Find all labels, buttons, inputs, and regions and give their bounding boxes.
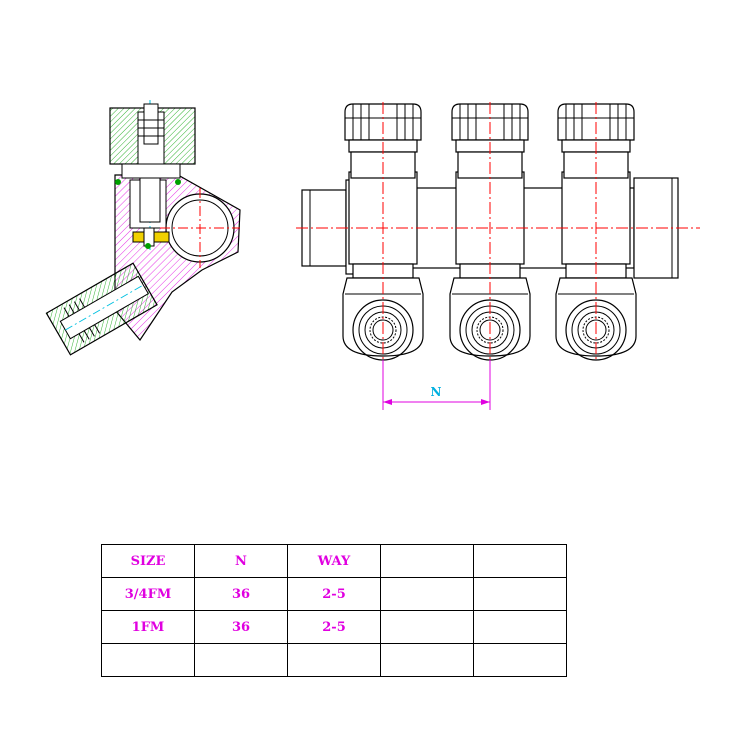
table-cell: 1FM [101, 610, 195, 644]
table-header-cell [473, 544, 567, 578]
table-cell: 36 [194, 610, 288, 644]
spec-table: SIZE N WAY 3/4FM 36 2-5 1FM 36 2-5 [101, 544, 567, 677]
table-header-row: SIZE N WAY [101, 544, 567, 578]
table-header-cell: SIZE [101, 544, 195, 578]
table-cell [380, 577, 474, 611]
table-cell [473, 577, 567, 611]
table-cell: 2-5 [287, 610, 381, 644]
table-cell: 36 [194, 577, 288, 611]
dimension-n: N [382, 360, 491, 410]
table-cell [380, 610, 474, 644]
dimension-label: N [431, 385, 442, 399]
table-cell [473, 643, 567, 677]
section-view [45, 100, 241, 356]
table-cell [101, 643, 195, 677]
table-cell [473, 610, 567, 644]
table-row: 1FM 36 2-5 [101, 610, 567, 644]
table-header-cell: N [194, 544, 288, 578]
table-cell: 2-5 [287, 577, 381, 611]
table-cell [194, 643, 288, 677]
table-row: 3/4FM 36 2-5 [101, 577, 567, 611]
front-view [296, 102, 700, 408]
table-header-cell [380, 544, 474, 578]
table-cell [380, 643, 474, 677]
table-cell: 3/4FM [101, 577, 195, 611]
table-header-cell: WAY [287, 544, 381, 578]
table-row [101, 643, 567, 677]
table-cell [287, 643, 381, 677]
